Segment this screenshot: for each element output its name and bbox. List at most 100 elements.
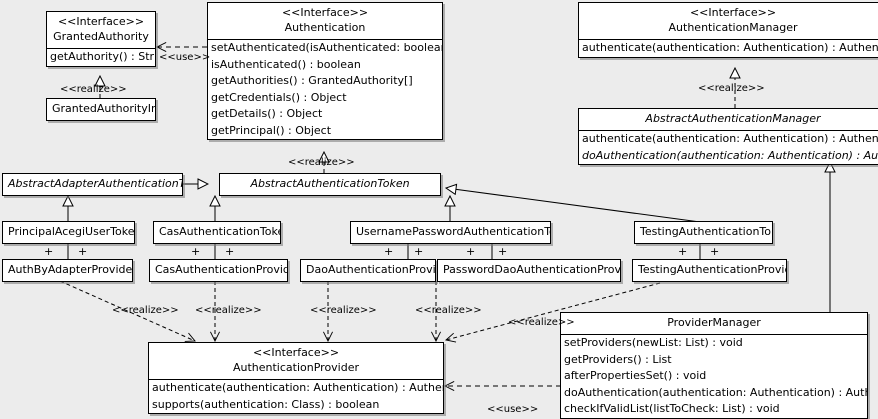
operation: authenticate(authentication: Authenticat… <box>582 132 878 145</box>
association-marker: + <box>498 245 508 258</box>
class-name: AuthenticationProvider <box>232 361 360 374</box>
operation: getDetails() : Object <box>211 107 323 120</box>
operation: setAuthenticated(isAuthenticated: boolea… <box>211 41 442 54</box>
operations-compartment: authenticate(authentication: Authenticat… <box>149 379 443 413</box>
class-name: Authentication <box>284 21 366 34</box>
class-name: DaoAuthenticationProvider <box>306 263 436 276</box>
edge-label-realize-password-dao-provider: <<realize>> <box>415 305 482 316</box>
class-header: AbstractAuthenticationManager <box>579 109 878 130</box>
operations-compartment: setAuthenticated(isAuthenticated: boolea… <box>208 39 442 139</box>
operations-compartment: getAuthority() : String <box>47 48 155 66</box>
class-name: AuthenticationManager <box>668 21 798 34</box>
class-name: PrincipalAcegiUserToken <box>8 225 135 238</box>
edge-label-realize-cas-provider: <<realize>> <box>195 305 262 316</box>
class-password-dao-authentication-provider[interactable]: PasswordDaoAuthenticationProvider <box>437 259 621 282</box>
operation: doAuthentication(authentication: Authent… <box>582 148 878 162</box>
operation: checkIfValidList(listToCheck: List) : vo… <box>564 402 780 415</box>
class-abstract-authentication-manager[interactable]: AbstractAuthenticationManager authentica… <box>578 108 878 165</box>
edge-label-realize-granted-authority: <<realize>> <box>60 84 127 95</box>
class-name: GrantedAuthority <box>53 30 149 43</box>
association-marker: + <box>225 245 235 258</box>
class-header: TestingAuthenticationToken <box>635 222 772 243</box>
operation: getCredentials() : Object <box>211 90 347 104</box>
class-name: AuthByAdapterProvider <box>8 263 133 276</box>
class-provider-manager[interactable]: ProviderManager setProviders(newList: Li… <box>560 312 868 419</box>
class-name: AbstractAuthenticationManager <box>645 112 821 125</box>
stereotype-label: <<Interface>> <box>689 6 777 19</box>
class-header: <<Interface>> GrantedAuthority <box>47 12 155 48</box>
class-name: UsernamePasswordAuthenticationToken <box>356 225 550 238</box>
class-name: CasAuthenticationProvider <box>155 263 288 276</box>
class-abstract-authentication-token[interactable]: AbstractAuthenticationToken <box>219 173 441 196</box>
class-name: CasAuthenticationToken <box>159 225 281 238</box>
operation: getPrincipal() : Object <box>211 123 332 137</box>
association-marker: + <box>414 245 424 258</box>
association-marker: + <box>44 245 54 258</box>
class-authentication[interactable]: <<Interface>> Authentication setAuthenti… <box>207 2 443 140</box>
operation: setProviders(newList: List) : void <box>564 336 743 349</box>
association-marker: + <box>191 245 201 258</box>
class-cas-authentication-provider[interactable]: CasAuthenticationProvider <box>149 259 288 282</box>
class-name: GrantedAuthorityImpl <box>52 102 155 115</box>
operation: afterPropertiesSet() : void <box>564 369 707 382</box>
association-marker: + <box>466 245 476 258</box>
class-header: <<Interface>> AuthenticationManager <box>579 3 878 39</box>
class-header: PasswordDaoAuthenticationProvider <box>438 260 620 281</box>
class-authentication-provider[interactable]: <<Interface>> AuthenticationProvider aut… <box>148 342 444 414</box>
class-header: PrincipalAcegiUserToken <box>3 222 134 243</box>
association-marker: + <box>678 245 688 258</box>
class-header: DaoAuthenticationProvider <box>301 260 435 281</box>
operation: getAuthority() : String <box>50 50 155 63</box>
class-principal-acegi-user-token[interactable]: PrincipalAcegiUserToken <box>2 221 135 244</box>
operation: supports(authentication: Class) : boolea… <box>152 397 380 411</box>
class-name: ProviderManager <box>667 316 761 329</box>
class-header: <<Interface>> Authentication <box>208 3 442 39</box>
association-marker: + <box>78 245 88 258</box>
stereotype-label: <<Interface>> <box>281 6 369 19</box>
class-username-password-authentication-token[interactable]: UsernamePasswordAuthenticationToken <box>350 221 551 244</box>
class-auth-by-adapter-provider[interactable]: AuthByAdapterProvider <box>2 259 133 282</box>
operations-compartment: authenticate(authentication: Authenticat… <box>579 39 878 57</box>
stereotype-label: <<Interface>> <box>57 15 145 28</box>
class-name: TestingAuthenticationToken <box>640 225 772 238</box>
association-marker: + <box>710 245 720 258</box>
class-header: TestingAuthenticationProvider <box>633 260 786 281</box>
association-marker: + <box>384 245 394 258</box>
class-header: CasAuthenticationToken <box>154 222 280 243</box>
class-name: AbstractAuthenticationToken <box>250 177 410 190</box>
class-header: GrantedAuthorityImpl <box>47 99 155 120</box>
class-name: AbstractAdapterAuthenticationToken <box>8 177 182 190</box>
edge-label-use-provider-manager: <<use>> <box>487 404 539 415</box>
operations-compartment: authenticate(authentication: Authenticat… <box>579 130 878 164</box>
edge-label-use-granted-authority: <<use>> <box>159 52 211 63</box>
class-authentication-manager[interactable]: <<Interface>> AuthenticationManager auth… <box>578 2 878 58</box>
class-header: ProviderManager <box>561 313 867 334</box>
class-abstract-adapter-authentication-token[interactable]: AbstractAdapterAuthenticationToken <box>2 173 183 196</box>
class-testing-authentication-provider[interactable]: TestingAuthenticationProvider <box>632 259 787 282</box>
operation: authenticate(authentication: Authenticat… <box>152 381 443 394</box>
operation: isAuthenticated() : boolean <box>211 57 361 71</box>
class-header: AbstractAdapterAuthenticationToken <box>3 174 182 195</box>
class-dao-authentication-provider[interactable]: DaoAuthenticationProvider <box>300 259 436 282</box>
operation: getAuthorities() : GrantedAuthority[] <box>211 74 413 87</box>
class-testing-authentication-token[interactable]: TestingAuthenticationToken <box>634 221 773 244</box>
operation: doAuthentication(authentication: Authent… <box>564 385 867 399</box>
class-header: AuthByAdapterProvider <box>3 260 132 281</box>
class-header: CasAuthenticationProvider <box>150 260 287 281</box>
operation: getProviders() : List <box>564 352 672 366</box>
operation: authenticate(authentication: Authenticat… <box>582 41 878 54</box>
class-name: TestingAuthenticationProvider <box>638 263 787 276</box>
edge-label-realize-auth-by-adapter: <<realize>> <box>112 305 179 316</box>
class-granted-authority-impl[interactable]: GrantedAuthorityImpl <box>46 98 156 121</box>
edge-label-realize-authentication-manager: <<realize>> <box>698 83 765 94</box>
class-header: <<Interface>> AuthenticationProvider <box>149 343 443 379</box>
operations-compartment: setProviders(newList: List) : void getPr… <box>561 334 867 418</box>
edge-label-realize-authentication: <<realize>> <box>288 157 355 168</box>
edge-label-realize-dao-provider: <<realize>> <box>310 305 377 316</box>
class-header: UsernamePasswordAuthenticationToken <box>351 222 550 243</box>
class-cas-authentication-token[interactable]: CasAuthenticationToken <box>153 221 281 244</box>
edge-label-realize-testing-provider: <<realize>> <box>508 317 575 328</box>
stereotype-label: <<Interface>> <box>252 346 340 359</box>
class-granted-authority[interactable]: <<Interface>> GrantedAuthority getAuthor… <box>46 11 156 67</box>
